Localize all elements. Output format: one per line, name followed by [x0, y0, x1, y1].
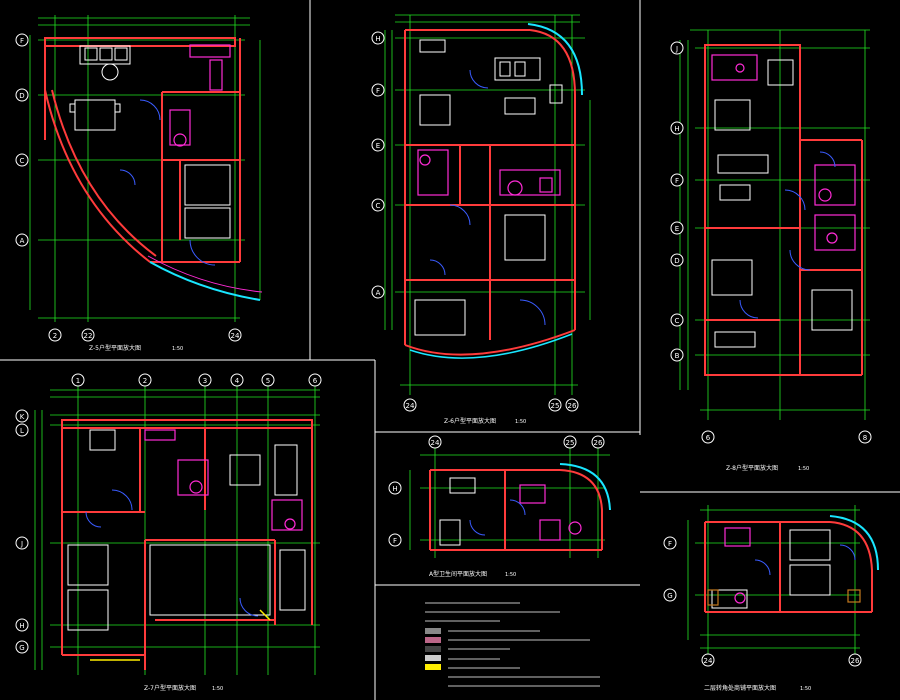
axis-label: 22: [84, 332, 93, 340]
axis-label: H: [375, 35, 380, 43]
axis-label: F: [20, 37, 24, 45]
panel-caption: Z-5户型平面放大图: [89, 344, 141, 352]
panel-scale: 1:50: [800, 686, 811, 692]
panel-caption: Z-6户型平面放大图: [444, 417, 496, 425]
panel-bathroom-a: 24 25 26 H F A型卫生间平面放大图 1:50: [388, 435, 611, 578]
axis-label: A: [20, 237, 25, 245]
panel-caption: Z-8户型平面放大图: [726, 464, 778, 472]
axis-label: 24: [406, 402, 415, 410]
axis-label: F: [675, 177, 679, 185]
axis-label: J: [20, 540, 23, 548]
axis-label: A: [376, 289, 381, 297]
axis-label: C: [20, 157, 25, 165]
axis-label: 26: [851, 657, 860, 665]
panel-scale: 1:50: [212, 686, 223, 692]
panel-z6: H F E C A 24 25 26 Z-6户型平面放大图 1:50: [371, 14, 591, 425]
axis-label: J: [675, 45, 678, 53]
panel-corner-shop: F G 24 26 二层转角处商铺平面放大图 1:50: [663, 505, 879, 692]
axis-label: F: [668, 540, 672, 548]
panel-caption: 二层转角处商铺平面放大图: [704, 684, 776, 692]
axis-label: 26: [594, 439, 603, 447]
axis-label: 4: [235, 377, 240, 385]
notes-legend: [425, 602, 600, 687]
axis-label: 2: [53, 332, 57, 340]
axis-label: F: [376, 87, 380, 95]
panel-scale: 1:50: [798, 466, 809, 472]
axis-label: 2: [143, 377, 147, 385]
axis-label: 6: [706, 434, 711, 442]
axis-label: 24: [704, 657, 713, 665]
axis-label: F: [393, 537, 397, 545]
panel-scale: 1:50: [172, 346, 183, 352]
axis-label: 8: [863, 434, 867, 442]
axis-label: 5: [266, 377, 270, 385]
axis-label: C: [376, 202, 381, 210]
axis-label: 6: [313, 377, 318, 385]
axis-label: H: [674, 125, 679, 133]
axis-label: D: [19, 92, 24, 100]
panel-z8: J H F E D C B 6 8 Z-8户型平面放大图 1:50: [670, 29, 872, 472]
axis-label: L: [20, 427, 24, 435]
axis-label: 25: [566, 439, 575, 447]
axis-label: G: [667, 592, 672, 600]
panel-z5: F D C A 2 22 24 Z-5户型平面放大图 1:50: [15, 15, 263, 352]
axis-label: E: [376, 142, 380, 150]
axis-label: 1: [76, 377, 80, 385]
axis-label: H: [392, 485, 397, 493]
axis-label: D: [674, 257, 679, 265]
axis-label: 26: [568, 402, 577, 410]
panel-z7: K L J H G 1 2 3 4 5 6 Z-7户型平面放大图 1:50: [15, 373, 322, 692]
axis-label: B: [675, 352, 680, 360]
axis-label: 24: [431, 439, 440, 447]
axis-label: H: [19, 622, 24, 630]
panel-caption: A型卫生间平面放大图: [429, 570, 487, 578]
axis-label: K: [20, 413, 25, 421]
axis-label: C: [675, 317, 680, 325]
panel-scale: 1:50: [505, 572, 516, 578]
axis-label: G: [19, 644, 24, 652]
axis-label: 25: [551, 402, 560, 410]
panel-scale: 1:50: [515, 419, 526, 425]
axis-label: E: [675, 225, 679, 233]
axis-label: 24: [231, 332, 240, 340]
panel-caption: Z-7户型平面放大图: [144, 684, 196, 692]
axis-label: 3: [203, 377, 207, 385]
